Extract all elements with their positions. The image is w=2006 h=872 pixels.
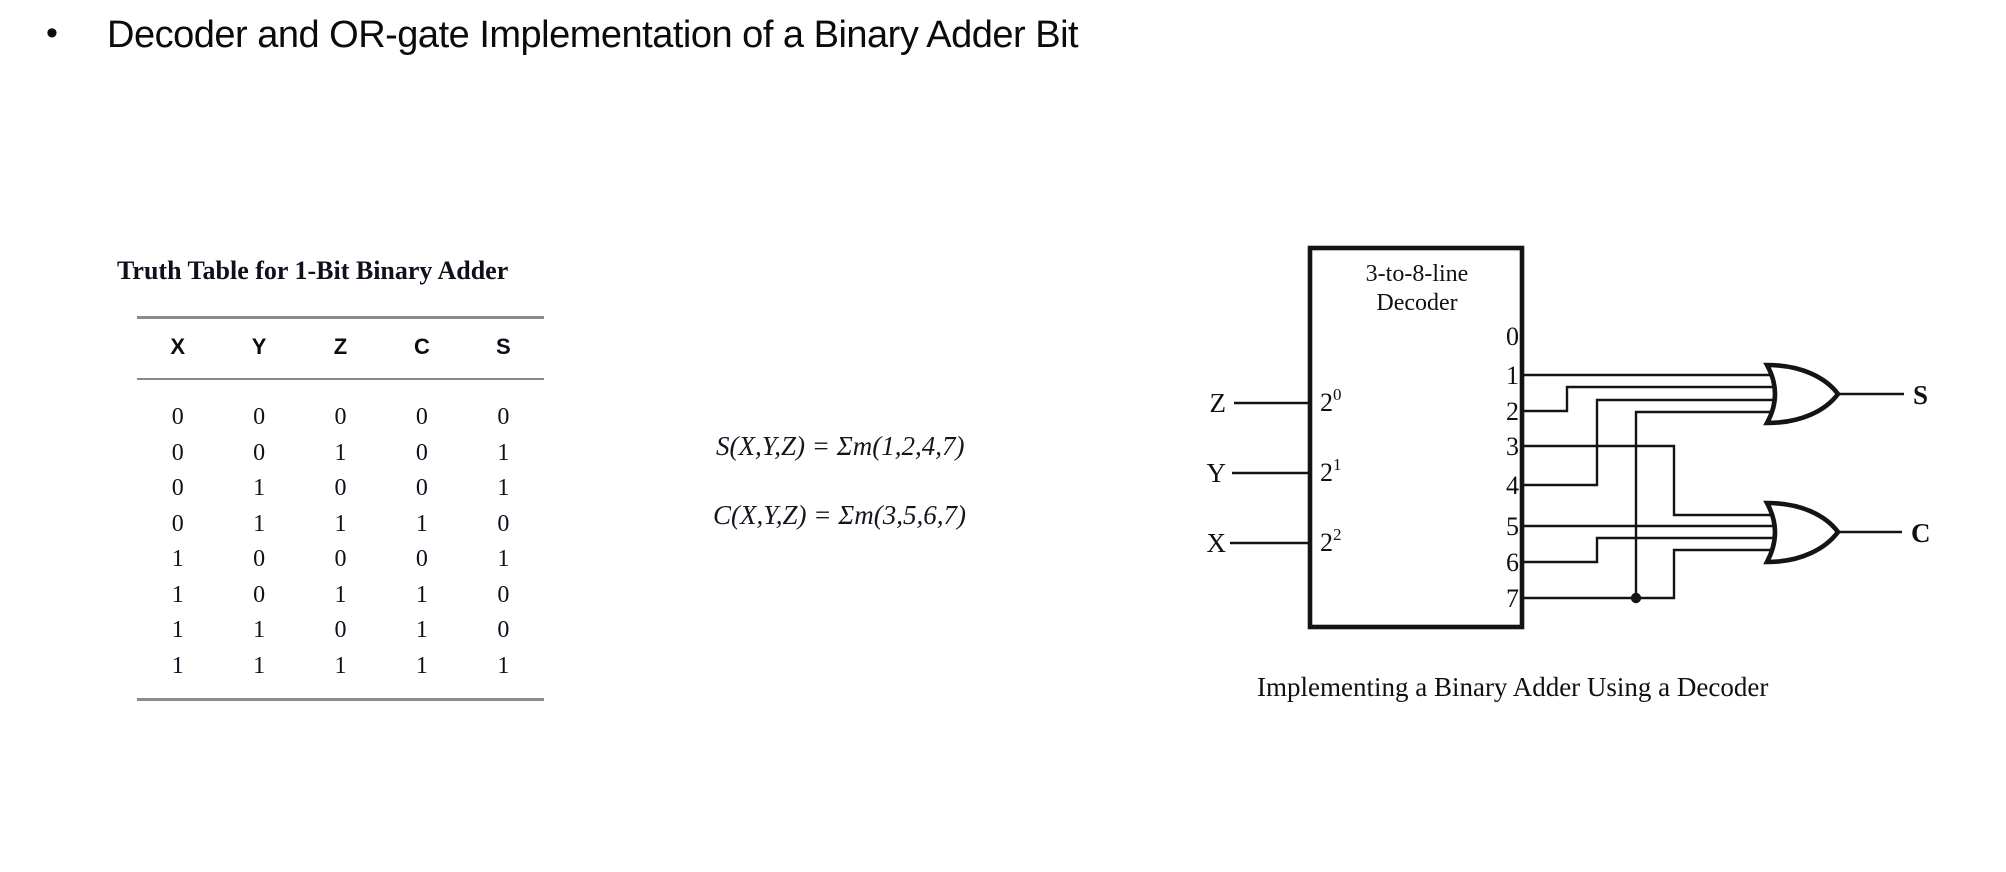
bullet-marker: • <box>46 14 58 52</box>
table-cell: 0 <box>415 404 428 430</box>
table-cell: 0 <box>253 546 266 572</box>
table-cell: 1 <box>253 652 266 679</box>
table-cell: 1 <box>253 475 266 501</box>
input-label-x: X <box>1207 528 1227 558</box>
output-pin-3: 3 <box>1506 432 1519 461</box>
truth-table-title: Truth Table for 1-Bit Binary Adder <box>117 256 509 285</box>
table-cell: 0 <box>253 404 266 430</box>
or-gate-carry <box>1763 500 1841 565</box>
carry-equation: C(X,Y,Z) = Σm(3,5,6,7) <box>713 500 967 530</box>
table-cell: 0 <box>497 581 510 608</box>
wire-output-6-to-c <box>1522 536 1784 564</box>
wire-output-3-to-c <box>1522 444 1780 517</box>
table-cell: 0 <box>253 439 266 466</box>
table-cell: 1 <box>497 439 510 466</box>
input-label-z: Z <box>1210 388 1227 418</box>
table-cell: 0 <box>415 439 428 466</box>
wire-output-2-to-s <box>1522 385 1782 413</box>
output-pin-4: 4 <box>1506 471 1519 500</box>
column-header: Y <box>251 334 267 359</box>
table-cell: 0 <box>171 404 184 430</box>
table-cell: 1 <box>334 652 347 679</box>
page-title: Decoder and OR-gate Implementation of a … <box>107 14 1079 56</box>
table-cell: 0 <box>497 404 510 430</box>
output-pin-6: 6 <box>1506 548 1519 577</box>
sum-equation: S(X,Y,Z) = Σm(1,2,4,7) <box>716 431 965 461</box>
table-cell: 0 <box>253 581 266 608</box>
table-cell: 1 <box>497 475 510 501</box>
decoder-circuit-diagram: 3-to-8-line Decoder Z Y X 20 21 22 0 1 2… <box>1207 245 1931 630</box>
table-row: 1 0 1 1 0 <box>137 582 544 608</box>
output-pin-1: 1 <box>1506 361 1519 390</box>
decoder-label-line2: Decoder <box>1376 290 1457 316</box>
table-row: 0 0 0 0 0 <box>137 404 544 430</box>
port-label-2pow0: 20 <box>1320 385 1342 417</box>
port-label-2pow1: 21 <box>1320 455 1342 487</box>
table-cell: 1 <box>171 617 184 643</box>
column-header: Z <box>333 334 348 359</box>
wire-output-4-to-s <box>1522 398 1784 487</box>
table-cell: 1 <box>415 510 428 537</box>
table-row: 0 1 1 1 0 <box>137 511 544 537</box>
table-row: 1 0 0 0 1 <box>137 546 544 572</box>
table-cell: 0 <box>497 617 510 643</box>
table-cell: 0 <box>334 404 347 430</box>
table-cell: 1 <box>415 581 428 608</box>
table-row: 1 1 0 1 0 <box>137 617 544 643</box>
column-header: X <box>170 334 186 359</box>
table-cell: 0 <box>171 475 184 501</box>
figure-caption: Implementing a Binary Adder Using a Deco… <box>1257 672 1769 702</box>
decoder-box <box>1307 245 1525 630</box>
table-cell: 1 <box>497 652 510 679</box>
table-cell: 1 <box>334 439 347 466</box>
carry-output-label: C <box>1911 518 1931 548</box>
table-rule-top <box>137 316 544 319</box>
table-cell: 1 <box>253 510 266 537</box>
wire-junction-dot <box>1630 592 1642 604</box>
table-cell: 1 <box>334 581 347 608</box>
table-row: 0 1 0 0 1 <box>137 475 544 501</box>
table-cell: 1 <box>253 617 266 643</box>
table-cell: 1 <box>497 546 510 572</box>
table-cell: 1 <box>415 652 428 679</box>
table-rule-mid <box>137 378 544 380</box>
table-cell: 0 <box>497 510 510 537</box>
output-pin-7: 7 <box>1506 584 1519 613</box>
output-pin-2: 2 <box>1506 397 1519 426</box>
output-pin-5: 5 <box>1506 512 1519 541</box>
port-label-2pow2: 22 <box>1320 525 1342 557</box>
decoder-label-line1: 3-to-8-line <box>1366 261 1469 287</box>
wire-output-7-to-c <box>1522 548 1780 600</box>
table-cell: 0 <box>415 546 428 572</box>
table-cell: 0 <box>334 617 347 643</box>
table-cell: 0 <box>334 475 347 501</box>
table-row: 0 0 1 0 1 <box>137 440 544 466</box>
table-row: 1 1 1 1 1 <box>137 653 544 679</box>
table-cell: 1 <box>171 652 184 679</box>
output-pin-0: 0 <box>1506 322 1519 351</box>
or-gate-sum <box>1763 362 1841 426</box>
table-rule-bottom <box>137 698 544 701</box>
sum-output-label: S <box>1913 380 1928 410</box>
wire-group <box>1230 373 1904 600</box>
column-header: C <box>413 334 430 359</box>
table-cell: 0 <box>415 475 428 501</box>
table-cell: 1 <box>171 581 184 608</box>
table-cell: 0 <box>171 439 184 466</box>
table-cell: 1 <box>334 510 347 537</box>
column-header: S <box>495 334 511 359</box>
table-cell: 0 <box>334 546 347 572</box>
table-cell: 1 <box>171 546 184 572</box>
input-label-y: Y <box>1207 458 1227 488</box>
wire-output-7-to-s <box>1634 410 1776 598</box>
table-cell: 1 <box>415 617 428 643</box>
table-cell: 0 <box>171 510 184 537</box>
